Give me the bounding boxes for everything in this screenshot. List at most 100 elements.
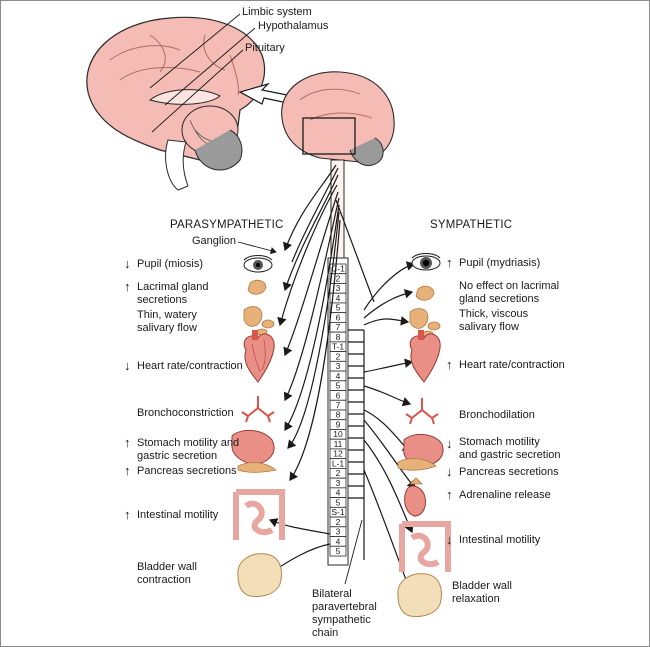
ganglion-pointer xyxy=(237,241,277,255)
left-salivary-gland-icon xyxy=(243,306,275,336)
spine-segment-label: 6 xyxy=(336,390,341,400)
right-lacrimal-gland-icon xyxy=(415,285,435,301)
para-bladder-2: contraction xyxy=(137,574,191,586)
right-organs xyxy=(397,253,451,617)
sympathetic-header: SYMPATHETIC xyxy=(430,219,513,231)
chain-label-4: chain xyxy=(312,627,339,639)
arrow-down-icon: ↓ xyxy=(124,256,131,271)
left-heart-icon xyxy=(243,330,275,383)
symp-adrenaline: Adrenaline release xyxy=(459,489,551,501)
brain-label-leaders xyxy=(149,13,256,133)
symp-stomach-2: and gastric secretion xyxy=(459,449,561,461)
arrow-up-icon: ↑ xyxy=(446,255,453,270)
arrow-up-icon: ↑ xyxy=(124,279,131,294)
chain-pointer xyxy=(344,519,363,585)
right-adrenal-kidney-icon xyxy=(404,477,427,517)
spine-segment-label: S-1 xyxy=(331,507,345,517)
spine-segment-label: 3 xyxy=(336,361,341,371)
arrow-up-icon: ↑ xyxy=(446,357,453,372)
spine-segment-label: 5 xyxy=(336,546,341,556)
symp-heart: Heart rate/contraction xyxy=(459,359,565,371)
spine-segment-label: 7 xyxy=(336,400,341,410)
spine-segment-label: 5 xyxy=(336,497,341,507)
left-stomach-pancreas-icon xyxy=(231,430,277,473)
symp-lacrimal-1: No effect on lacrimal xyxy=(459,280,560,292)
right-heart-icon xyxy=(409,330,441,383)
arrow-up-icon: ↑ xyxy=(446,487,453,502)
spine-segment-label: T-1 xyxy=(332,342,345,352)
right-bladder-icon xyxy=(397,573,442,617)
spine-segment-label: 9 xyxy=(336,419,341,429)
spine-segment-label: 6 xyxy=(336,312,341,322)
hypothalamus-label: Hypothalamus xyxy=(258,20,329,32)
pituitary-label: Pituitary xyxy=(245,42,285,54)
para-stomach-1: Stomach motility and xyxy=(137,437,240,449)
limbic-system-label: Limbic system xyxy=(242,6,312,18)
arrow-down-icon: ↓ xyxy=(446,436,453,451)
symp-broncho: Bronchodilation xyxy=(459,409,535,421)
chain-label-2: paravertebral xyxy=(312,601,377,613)
para-intestine: Intestinal motility xyxy=(137,509,219,521)
left-bronchi-icon xyxy=(241,396,275,423)
spine-segment-label: 2 xyxy=(336,517,341,527)
chain-label-1: Bilateral xyxy=(312,588,352,600)
symp-pancreas: Pancreas secretions xyxy=(459,466,559,478)
para-bladder-1: Bladder wall xyxy=(137,561,197,573)
spine-segment-label: 4 xyxy=(336,293,341,303)
arrow-down-icon: ↓ xyxy=(124,358,131,373)
spine-segment-label: 4 xyxy=(336,536,341,546)
arrow-up-icon: ↑ xyxy=(124,435,131,450)
large-brain xyxy=(86,16,266,191)
para-pancreas: Pancreas secretions xyxy=(137,465,237,477)
symp-pupil: Pupil (mydriasis) xyxy=(459,257,541,269)
symp-stomach-1: Stomach motility xyxy=(459,436,540,448)
spine-segment-label: 3 xyxy=(336,527,341,537)
spine-segment-label: 12 xyxy=(333,449,343,459)
chain-label-3: sympathetic xyxy=(312,614,371,626)
spine-segment-label: 4 xyxy=(336,488,341,498)
arrow-up-icon: ↑ xyxy=(124,463,131,478)
symp-bladder-2: relaxation xyxy=(452,593,500,605)
para-heart: Heart rate/contraction xyxy=(137,360,243,372)
spine-segment-label: 2 xyxy=(336,468,341,478)
left-bladder-icon xyxy=(237,553,282,597)
para-lacrimal-2: secretions xyxy=(137,294,188,306)
symp-salivary-1: Thick, viscous xyxy=(459,308,529,320)
para-lacrimal-1: Lacrimal gland xyxy=(137,281,209,293)
para-broncho: Bronchoconstriction xyxy=(137,407,234,419)
parasympathetic-header: PARASYMPATHETIC xyxy=(170,219,284,231)
arrow-down-icon: ↓ xyxy=(446,532,453,547)
left-eye-icon xyxy=(243,255,273,273)
arrow-down-icon: ↓ xyxy=(446,464,453,479)
right-salivary-gland-icon xyxy=(409,308,441,338)
spine-segment-label: 5 xyxy=(336,303,341,313)
spine-segment-label: 2 xyxy=(336,273,341,283)
spine-segment-label: 3 xyxy=(336,283,341,293)
symp-lacrimal-2: gland secretions xyxy=(459,293,540,305)
spine-segment-label: 5 xyxy=(336,381,341,391)
spine-segment-label: 2 xyxy=(336,351,341,361)
spine-segment-box xyxy=(329,545,347,557)
right-eye-icon xyxy=(411,253,441,271)
para-salivary-2: salivary flow xyxy=(137,322,197,334)
spine-segment-label: 11 xyxy=(334,439,343,449)
para-pupil: Pupil (miosis) xyxy=(137,258,204,270)
right-intestine-icon xyxy=(399,521,451,572)
arrow-up-icon: ↑ xyxy=(124,507,131,522)
spine-segment-label: 4 xyxy=(336,371,341,381)
para-stomach-2: gastric secretion xyxy=(137,450,218,462)
spine-segments: C-12345678T-123456789101112L-12345S-1234… xyxy=(329,263,347,557)
symp-intestine: Intestinal motility xyxy=(459,534,541,546)
left-lacrimal-gland-icon xyxy=(247,279,267,295)
spine-segment-label: 10 xyxy=(333,429,343,439)
spine-segment-label: 8 xyxy=(336,332,341,342)
spine-segment-label: 8 xyxy=(336,410,341,420)
para-salivary-1: Thin, watery xyxy=(137,309,197,321)
right-bronchi-icon xyxy=(405,398,439,425)
left-intestine-icon xyxy=(233,489,285,540)
spine-segment-label: 3 xyxy=(336,478,341,488)
spine-segment-label: C-1 xyxy=(331,264,345,274)
ganglion-label: Ganglion xyxy=(192,235,237,247)
symp-salivary-2: salivary flow xyxy=(459,321,519,333)
